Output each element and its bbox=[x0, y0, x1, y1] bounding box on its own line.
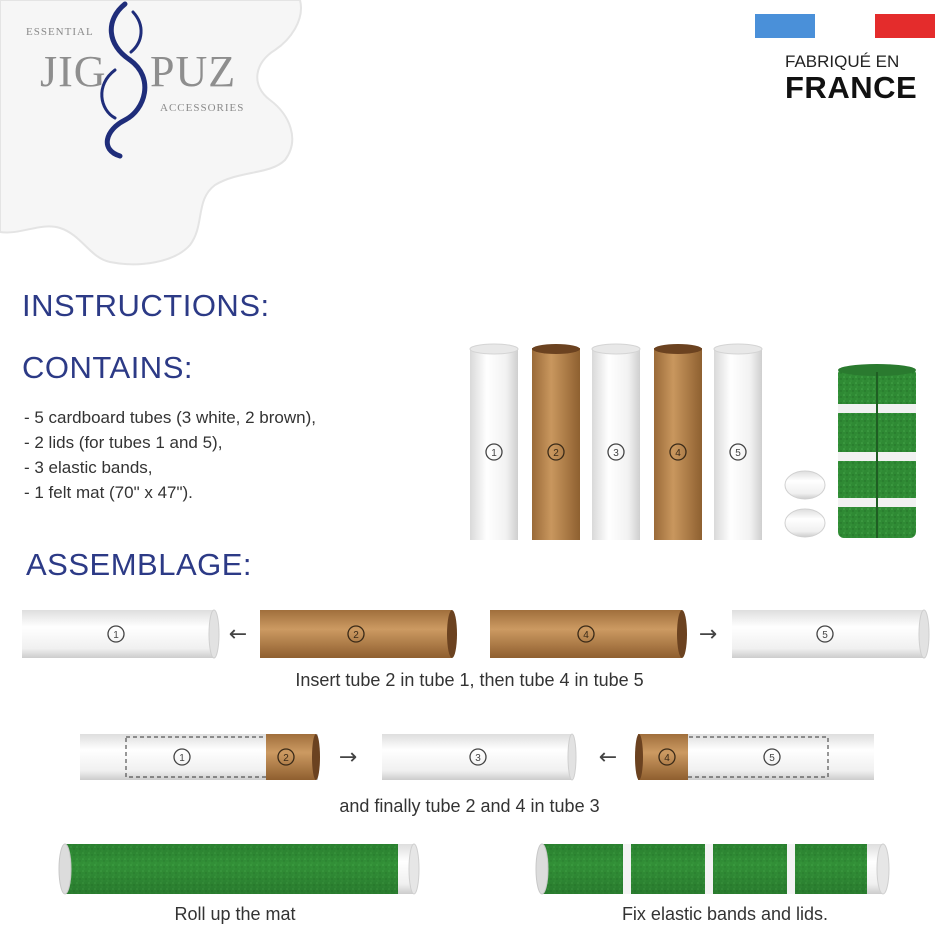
tube-number: 3 bbox=[613, 448, 619, 459]
puzzle-piece-shape bbox=[0, 0, 302, 266]
felt-mat-roll bbox=[838, 364, 916, 538]
vertical-tube-4: 4 bbox=[654, 344, 702, 540]
logo-accessories: ACCESSORIES bbox=[160, 102, 245, 114]
step-2-caption: and finally tube 2 and 4 in tube 3 bbox=[339, 796, 600, 816]
contents-item: - 2 lids (for tubes 1 and 5), bbox=[24, 433, 223, 452]
tube-number: 1 bbox=[113, 630, 119, 641]
horizontal-tube-1: 1 bbox=[22, 609, 220, 659]
made-in-country: FRANCE bbox=[785, 70, 918, 105]
mat-with-bands-and-lids bbox=[535, 843, 890, 895]
assembly-step-1: 1 ← 2 4 → 5 bbox=[22, 609, 930, 659]
tube-number: 4 bbox=[664, 753, 670, 764]
arrow-left-icon: ← bbox=[599, 745, 617, 770]
logo-brand-left: JIG bbox=[40, 47, 107, 96]
tube-number: 1 bbox=[491, 448, 497, 459]
horizontal-tube-4: 4 bbox=[490, 610, 687, 658]
arrow-left-icon: ← bbox=[229, 622, 247, 647]
tube-number: 1 bbox=[179, 753, 185, 764]
contents-item: - 3 elastic bands, bbox=[24, 458, 153, 477]
vertical-tube-1: 1 bbox=[469, 343, 519, 540]
contents-illustration: 1 2 3 4 5 bbox=[469, 343, 916, 540]
tube-number: 2 bbox=[283, 753, 289, 764]
contents-item: - 5 cardboard tubes (3 white, 2 brown), bbox=[24, 408, 316, 427]
contents-list: - 5 cardboard tubes (3 white, 2 brown), … bbox=[24, 405, 316, 505]
horizontal-tube-3: 3 bbox=[382, 733, 577, 781]
arrow-right-icon: → bbox=[699, 622, 717, 647]
tube-number: 5 bbox=[769, 753, 775, 764]
tube-number: 5 bbox=[735, 448, 741, 459]
tube-1-with-2-inserted: 1 2 bbox=[80, 734, 320, 780]
tube-number: 4 bbox=[583, 630, 589, 641]
logo-swirl-icon bbox=[100, 1, 148, 159]
arrow-right-icon: → bbox=[339, 745, 357, 770]
elastic-band bbox=[705, 844, 713, 894]
flag-blue-stripe bbox=[755, 14, 815, 38]
contents-item: - 1 felt mat (70" x 47"). bbox=[24, 483, 193, 502]
lid-icon bbox=[784, 470, 826, 500]
tube-number: 4 bbox=[675, 448, 681, 459]
brand-logo: ESSENTIAL JIG PUZ ACCESSORIES bbox=[0, 0, 320, 275]
step-1-caption: Insert tube 2 in tube 1, then tube 4 in … bbox=[295, 670, 644, 690]
logo-essential: ESSENTIAL bbox=[26, 26, 94, 38]
vertical-tube-5: 5 bbox=[713, 343, 763, 540]
tube-number: 2 bbox=[553, 448, 559, 459]
horizontal-tube-2: 2 bbox=[260, 610, 457, 658]
rolled-mat bbox=[58, 843, 420, 895]
elastic-band bbox=[787, 844, 795, 894]
tube-number: 3 bbox=[475, 753, 481, 764]
lid-icon bbox=[784, 508, 826, 538]
vertical-tube-3: 3 bbox=[591, 343, 641, 540]
assemblage-heading: ASSEMBLAGE: bbox=[26, 547, 253, 582]
instructions-heading: INSTRUCTIONS: bbox=[22, 288, 270, 323]
tube-number: 2 bbox=[353, 630, 359, 641]
step-3-caption: Roll up the mat bbox=[174, 904, 296, 924]
logo-brand-right: PUZ bbox=[150, 47, 237, 96]
elastic-band bbox=[623, 844, 631, 894]
horizontal-tube-5: 5 bbox=[732, 609, 930, 659]
vertical-tube-2: 2 bbox=[532, 344, 580, 540]
assembly-step-2: 1 2 → 3 ← 4 5 bbox=[80, 733, 874, 781]
contains-heading: CONTAINS: bbox=[22, 350, 193, 385]
tube-number: 5 bbox=[822, 630, 828, 641]
made-in-label: FABRIQUÉ EN bbox=[785, 52, 900, 71]
step-4-caption: Fix elastic bands and lids. bbox=[621, 904, 829, 924]
tube-5-with-4-inserted: 4 5 bbox=[635, 734, 874, 780]
flag-red-stripe bbox=[875, 14, 935, 38]
